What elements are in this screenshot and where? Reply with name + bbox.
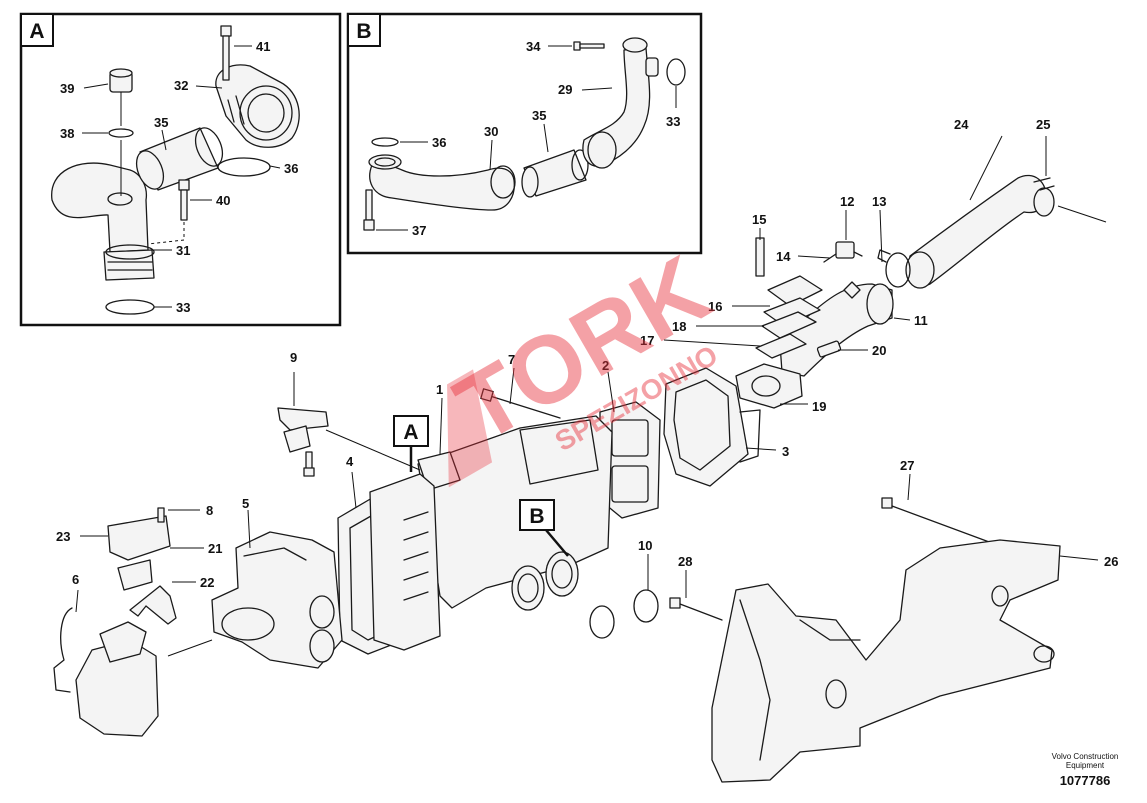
- label-27: 27: [900, 458, 914, 473]
- label-14: 14: [776, 249, 791, 264]
- label-35: 35: [154, 115, 168, 130]
- clamp-part: [877, 249, 911, 288]
- label-31: 31: [176, 243, 190, 258]
- plug-part: [109, 68, 133, 93]
- label-16: 16: [708, 299, 722, 314]
- sleeve-part: [521, 149, 589, 198]
- label-33: 33: [176, 300, 190, 315]
- o-ring-part: [371, 137, 399, 147]
- bolt-part: [363, 189, 375, 231]
- actuator-part: [53, 607, 213, 737]
- elbow-pipe-part: [51, 162, 155, 281]
- label-40: 40: [216, 193, 230, 208]
- label-34: 34: [526, 39, 541, 54]
- o-ring-part: [666, 58, 686, 86]
- hose-part: [905, 174, 1107, 289]
- credit-line1: Volvo Construction: [1052, 752, 1119, 761]
- sensor-part: [823, 241, 863, 263]
- label-28: 28: [678, 554, 692, 569]
- label-12: 12: [840, 194, 854, 209]
- inset-a-letter: A: [29, 20, 44, 43]
- label-6: 6: [72, 572, 79, 587]
- inset-b: B: [346, 12, 703, 255]
- sleeve-part: [135, 127, 224, 191]
- label-37: 37: [412, 223, 426, 238]
- pipe-part: [368, 154, 516, 211]
- label-30: 30: [484, 124, 498, 139]
- drawing-footer: Volvo Construction Equipment 1077786: [1052, 752, 1119, 788]
- mounting-bracket-part: [711, 539, 1061, 783]
- valve-housing-part: [211, 531, 343, 669]
- callout-a-letter: A: [403, 421, 418, 444]
- long-bolt-part: [480, 388, 561, 419]
- label-9: 9: [290, 350, 297, 365]
- credit-line2: Equipment: [1066, 761, 1105, 770]
- label-21: 21: [208, 541, 222, 556]
- label-17: 17: [640, 333, 654, 348]
- cooler-flange-part: [369, 473, 441, 651]
- label-29: 29: [558, 82, 572, 97]
- label-8: 8: [206, 503, 213, 518]
- drawing-code: 1077786: [1060, 773, 1111, 788]
- bracket-set-part: [107, 507, 177, 625]
- label-1: 1: [436, 382, 443, 397]
- inset-a: A: [19, 12, 342, 327]
- pipe-part: [582, 37, 659, 169]
- cover-part: [663, 367, 761, 487]
- label-2: 2: [602, 358, 609, 373]
- inset-b-letter: B: [356, 20, 371, 43]
- bolt-part: [669, 597, 723, 621]
- label-38: 38: [60, 126, 74, 141]
- label-18: 18: [672, 319, 686, 334]
- label-13: 13: [872, 194, 886, 209]
- bolt-part: [147, 179, 190, 245]
- label-3: 3: [782, 444, 789, 459]
- label-32: 32: [174, 78, 188, 93]
- label-15: 15: [752, 212, 766, 227]
- elbow-housing-part: [215, 64, 300, 148]
- main-labels: 24 25 13 12 14 15 16 18 17 11 20 19 3 2 …: [56, 117, 1118, 613]
- label-20: 20: [872, 343, 886, 358]
- o-ring-part: [108, 128, 134, 138]
- outlet-housing-part: [779, 281, 894, 377]
- callout-a: A: [393, 415, 429, 472]
- label-5: 5: [242, 496, 249, 511]
- label-39: 39: [60, 81, 74, 96]
- bolt-part: [881, 497, 1001, 547]
- label-4: 4: [346, 454, 354, 469]
- label-26: 26: [1104, 554, 1118, 569]
- bracket-part: [277, 407, 421, 477]
- label-23: 23: [56, 529, 70, 544]
- label-36: 36: [432, 135, 446, 150]
- label-11: 11: [914, 313, 928, 328]
- label-10: 10: [638, 538, 652, 553]
- label-22: 22: [200, 575, 214, 590]
- label-35: 35: [532, 108, 546, 123]
- thermostat-stack-part: [755, 237, 823, 359]
- o-ring-part: [217, 157, 271, 177]
- label-25: 25: [1036, 117, 1050, 132]
- gasket-part: [735, 363, 803, 409]
- seal-ring-part: [589, 605, 615, 639]
- label-33: 33: [666, 114, 680, 129]
- label-7: 7: [508, 352, 515, 367]
- label-24: 24: [954, 117, 969, 132]
- label-19: 19: [812, 399, 826, 414]
- bolt-part: [220, 25, 232, 81]
- bolt-part: [573, 41, 605, 51]
- callout-b-letter: B: [529, 505, 544, 528]
- seal-ring-part: [633, 589, 659, 623]
- callout-b: B: [519, 499, 569, 557]
- label-36: 36: [284, 161, 298, 176]
- label-41: 41: [256, 39, 270, 54]
